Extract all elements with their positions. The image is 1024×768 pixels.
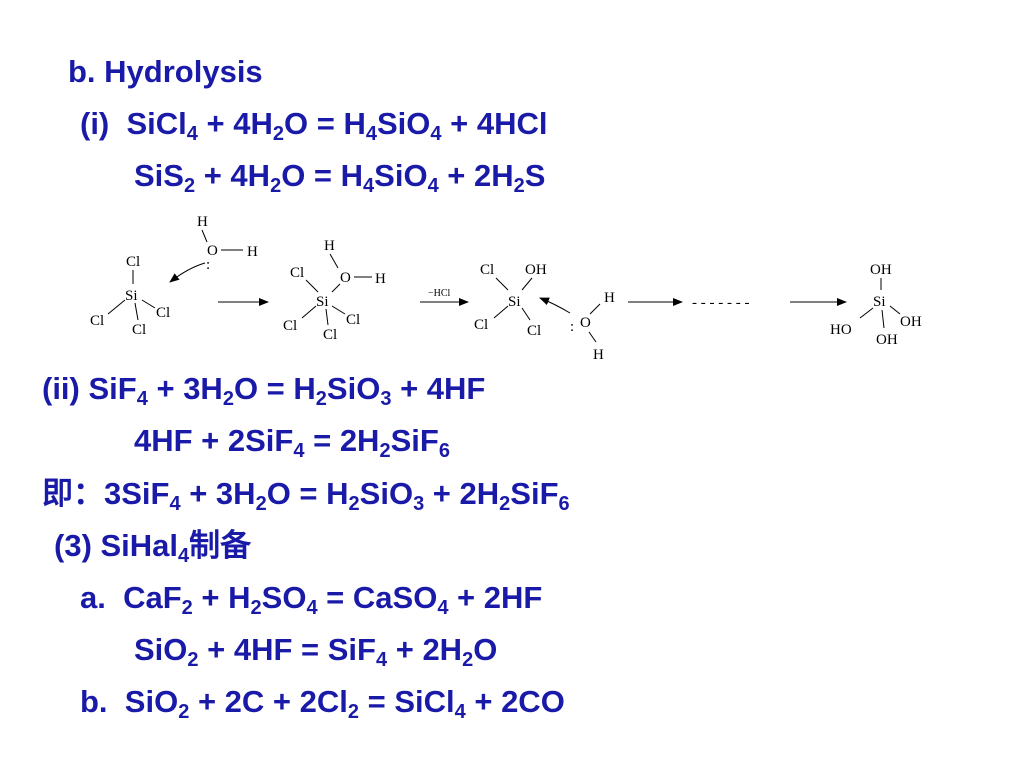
svg-text:OH: OH: [870, 262, 892, 278]
equation-hf-sif4: 4HF + 2SiF4 = 2H2SiF6: [134, 423, 450, 462]
sicl4-molecule: Cl Si Cl Cl Cl: [90, 254, 170, 338]
svg-text:O: O: [340, 270, 351, 286]
section-heading: b. Hydrolysis: [68, 54, 263, 89]
svg-text:- - - - - - -: - - - - - - -: [692, 295, 749, 311]
equation-caf2-h2so4: a. CaF2 + H2SO4 = CaSO4 + 2HF: [80, 580, 543, 619]
svg-text:HO: HO: [830, 322, 852, 338]
svg-text:H: H: [324, 238, 335, 254]
svg-text:Cl: Cl: [290, 265, 304, 281]
svg-text:OH: OH: [525, 262, 547, 278]
svg-text:H: H: [593, 347, 604, 363]
hcl-elimination-arrow: −HCl: [420, 288, 469, 306]
svg-text:H: H: [197, 214, 208, 230]
svg-text:Cl: Cl: [480, 262, 494, 278]
svg-text:O: O: [207, 243, 218, 259]
equation-overall-sif4: 即：3SiF4 + 3H2O = H2SiO3 + 2H2SiF6: [42, 476, 570, 515]
svg-text:Cl: Cl: [132, 322, 146, 338]
equation-sis2-hydrolysis: SiS2 + 4H2O = H4SiO4 + 2H2S: [134, 158, 546, 197]
svg-text:H: H: [375, 271, 386, 287]
svg-text:H: H: [247, 244, 258, 260]
svg-text::: :: [206, 257, 210, 273]
curved-arrow: [169, 262, 206, 283]
curved-arrow-2: [539, 297, 571, 314]
pentacoordinate-intermediate: H O H Cl Si Cl Cl Cl: [283, 238, 386, 343]
svg-text::: :: [570, 319, 574, 335]
svg-text:Si: Si: [125, 288, 138, 304]
silicic-acid-molecule: OH Si HO OH OH: [830, 262, 922, 348]
svg-text:−HCl: −HCl: [428, 288, 451, 299]
water-nucleophile-1: H O H :: [169, 214, 258, 283]
hydrolysis-mechanism-scheme: Cl Si Cl Cl Cl H O H : H O H Cl Si Cl Cl: [90, 214, 922, 363]
svg-text:Cl: Cl: [156, 305, 170, 321]
svg-text:Cl: Cl: [474, 317, 488, 333]
sicl3oh-molecule: Cl OH Si Cl Cl: [474, 262, 547, 339]
svg-text:O: O: [580, 315, 591, 331]
svg-text:Cl: Cl: [90, 313, 104, 329]
svg-text:H: H: [604, 290, 615, 306]
equation-sio2-carbochlorination: b. SiO2 + 2C + 2Cl2 = SiCl4 + 2CO: [80, 684, 565, 723]
equation-sio2-hf: SiO2 + 4HF = SiF4 + 2H2O: [134, 632, 498, 671]
repeated-steps-arrow: - - - - - - -: [628, 295, 847, 311]
svg-text:OH: OH: [900, 314, 922, 330]
svg-text:Si: Si: [508, 294, 521, 310]
section-sihal4-preparation: (3) SiHal4制备: [54, 528, 252, 567]
equation-sif4-hydrolysis: (ii) SiF4 + 3H2O = H2SiO3 + 4HF: [42, 371, 486, 410]
svg-text:Cl: Cl: [346, 312, 360, 328]
svg-text:OH: OH: [876, 332, 898, 348]
svg-text:Si: Si: [873, 294, 886, 310]
svg-text:Cl: Cl: [126, 254, 140, 270]
svg-text:Si: Si: [316, 294, 329, 310]
equation-sicl4-hydrolysis: (i) SiCl4 + 4H2O = H4SiO4 + 4HCl: [80, 106, 548, 145]
water-nucleophile-2: H : O H: [539, 290, 615, 363]
svg-text:Cl: Cl: [527, 323, 541, 339]
svg-text:Cl: Cl: [283, 318, 297, 334]
svg-text:Cl: Cl: [323, 327, 337, 343]
